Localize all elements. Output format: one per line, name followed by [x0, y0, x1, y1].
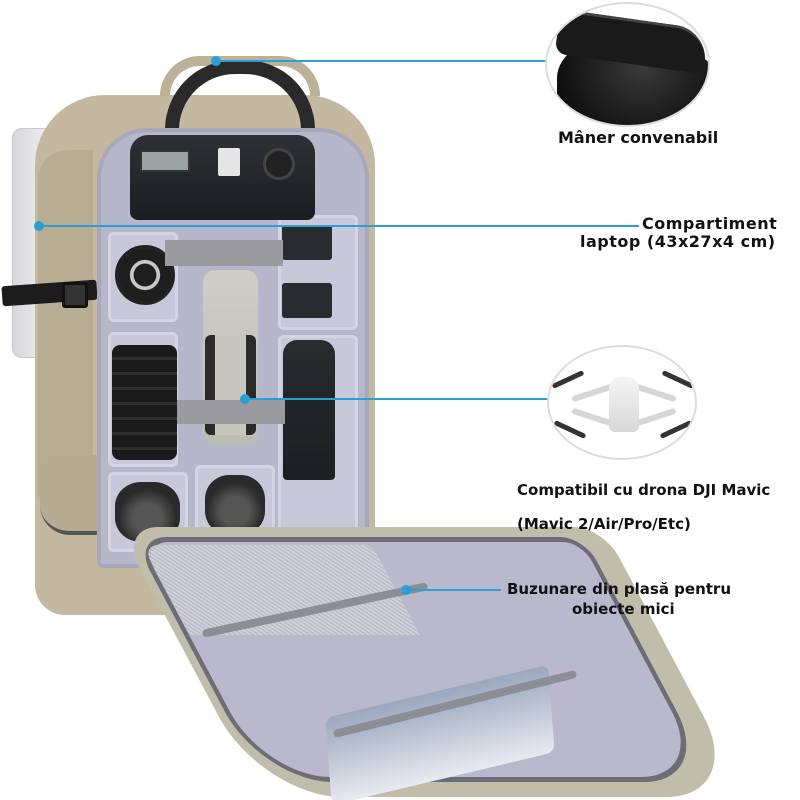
callout-line-mesh	[406, 589, 501, 591]
label-laptop-line1: Compartiment	[642, 214, 778, 233]
drone-body	[609, 377, 639, 432]
label-drone-line2: (Mavic 2/Air/Pro/Etc)	[517, 515, 691, 533]
strap-buckle	[62, 282, 88, 308]
drone-propeller	[659, 420, 693, 439]
handle-closeup-circle	[545, 2, 710, 127]
mesh-pocket	[142, 545, 420, 635]
backpack-image	[1, 56, 747, 800]
label-mesh-line2: obiecte mici	[572, 600, 675, 618]
battery	[282, 225, 332, 260]
velcro-strap	[165, 240, 283, 266]
velcro-strap	[177, 400, 285, 424]
lens	[205, 475, 265, 535]
label-handle: Mâner convenabil	[558, 128, 719, 147]
label-mesh-line1: Buzunare din plasă pentru	[507, 580, 732, 598]
drone-circle	[547, 345, 697, 460]
zoom-lens	[112, 345, 177, 460]
camera-lcd	[140, 150, 190, 172]
callout-line-laptop	[39, 225, 639, 227]
speedlight-flash	[283, 340, 335, 480]
callout-line-drone	[245, 398, 550, 400]
camera-dial	[263, 148, 295, 180]
camera-hotshoe	[218, 148, 240, 176]
label-laptop-line2: laptop (43x27x4 cm)	[580, 232, 776, 251]
drone-propeller	[551, 370, 585, 389]
drone-propeller	[553, 420, 587, 439]
label-drone-line1: Compatibil cu drona DJI Mavic	[517, 481, 771, 499]
drone-propeller	[661, 370, 695, 389]
battery	[282, 283, 332, 318]
callout-line-handle	[216, 60, 548, 62]
side-pocket	[40, 455, 105, 535]
